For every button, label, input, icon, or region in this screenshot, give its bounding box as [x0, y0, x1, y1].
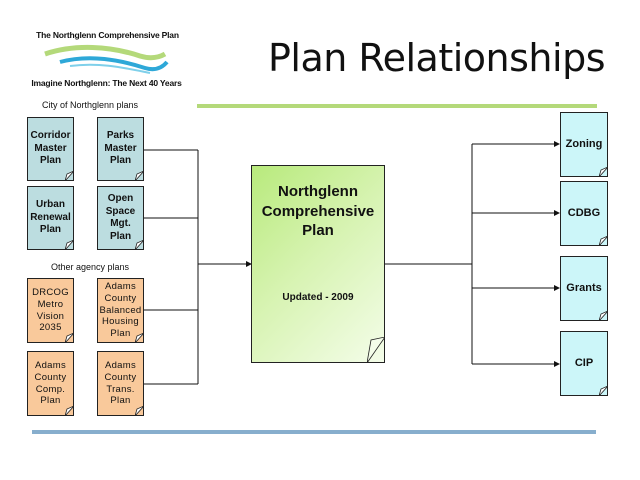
plan-label: Adams County Trans. Plan — [104, 359, 137, 407]
page-fold-icon — [135, 333, 144, 343]
page-fold-icon — [599, 311, 608, 321]
plan-label: DRCOG Metro Vision 2035 — [32, 286, 69, 334]
output-label: CDBG — [567, 206, 601, 219]
plan-doc-drcog: DRCOG Metro Vision 2035 — [27, 278, 74, 343]
output-doc-grants: Grants — [560, 256, 608, 321]
page-fold-icon — [65, 333, 74, 343]
footer-divider — [32, 430, 596, 434]
page-fold-icon — [65, 240, 74, 250]
output-label: CIP — [574, 356, 594, 369]
plan-doc-parks: Parks Master Plan — [97, 117, 144, 181]
output-label: Zoning — [565, 137, 603, 150]
center-title: Northglenn Comprehensive Plan — [261, 183, 375, 239]
plan-label: Adams County Comp. Plan — [34, 359, 67, 407]
output-label: Grants — [566, 281, 602, 294]
plan-doc-open-space: Open Space Mgt. Plan — [97, 186, 144, 250]
output-doc-zoning: Zoning — [560, 112, 608, 177]
center-subtitle: Updated - 2009 — [282, 292, 354, 303]
slide-title: Plan Relationships — [268, 36, 606, 80]
plan-doc-corridor: Corridor Master Plan — [27, 117, 74, 181]
page-fold-icon — [599, 167, 608, 177]
logo-top-text: The Northglenn Comprehensive Plan — [36, 30, 179, 40]
page-fold-icon — [599, 236, 608, 246]
city-plans-label: City of Northglenn plans — [41, 100, 139, 110]
plan-doc-adams-comp: Adams County Comp. Plan — [27, 351, 74, 416]
agency-plans-label: Other agency plans — [50, 262, 130, 272]
plan-doc-housing: Adams County Balanced Housing Plan — [97, 278, 144, 343]
swoosh-logo-icon — [44, 45, 169, 74]
page-fold-icon — [65, 171, 74, 181]
plan-doc-adams-trans: Adams County Trans. Plan — [97, 351, 144, 416]
plan-label: Open Space Mgt. Plan — [105, 193, 136, 242]
plan-doc-urban-renewal: Urban Renewal Plan — [27, 186, 74, 250]
plan-label: Corridor Master Plan — [30, 130, 71, 167]
page-fold-icon — [135, 240, 144, 250]
page-fold-icon — [135, 406, 144, 416]
comprehensive-plan-doc: Northglenn Comprehensive Plan Updated - … — [251, 165, 385, 363]
plan-label: Parks Master Plan — [104, 130, 137, 167]
output-doc-cip: CIP — [560, 331, 608, 396]
title-divider — [197, 104, 597, 108]
page-fold-icon — [135, 171, 144, 181]
logo-tagline: Imagine Northglenn: The Next 40 Years — [31, 78, 182, 88]
page-fold-icon — [599, 386, 608, 396]
page-fold-icon — [65, 406, 74, 416]
plan-label: Urban Renewal Plan — [30, 199, 71, 236]
output-doc-cdbg: CDBG — [560, 181, 608, 246]
page-fold-icon — [367, 337, 385, 363]
plan-label: Adams County Balanced Housing Plan — [99, 280, 142, 340]
